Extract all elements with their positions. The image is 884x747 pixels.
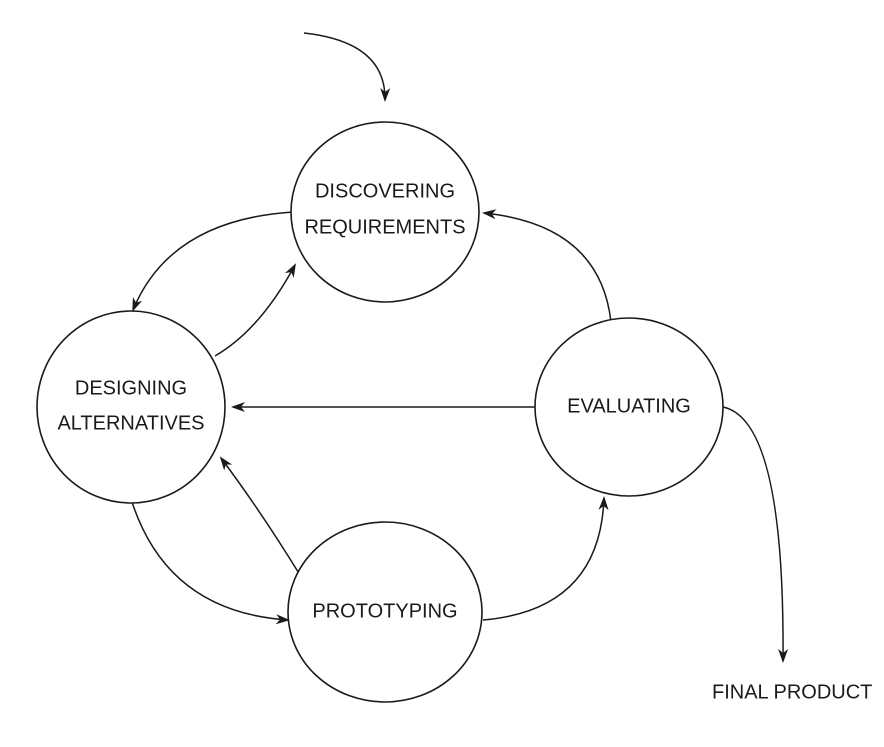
node-discovering-line2: REQUIREMENTS: [304, 216, 465, 238]
node-designing-line1: DESIGNING: [75, 377, 187, 399]
arrow-prototyping-to-evaluating: [482, 496, 609, 621]
arrow-evaluating-to-final-product: [722, 406, 789, 663]
node-designing-alternatives: DESIGNING ALTERNATIVES: [36, 310, 226, 504]
arrow-designing-to-prototyping: [131, 501, 290, 625]
final-product-label: FINAL PRODUCT: [712, 681, 872, 703]
arrow-evaluating-to-discovering: [482, 209, 612, 323]
node-prototyping-label: PROTOTYPING: [312, 600, 457, 622]
arrow-designing-to-discovering: [214, 263, 296, 357]
node-evaluating-label: EVALUATING: [567, 395, 691, 417]
node-discovering-requirements: DISCOVERING REQUIREMENTS: [290, 121, 480, 303]
arrow-discovering-to-designing: [132, 211, 294, 312]
arrow-prototyping-to-designing: [219, 456, 301, 576]
node-designing-line2: ALTERNATIVES: [57, 412, 204, 434]
node-evaluating: EVALUATING: [534, 317, 724, 497]
node-prototyping: PROTOTYPING: [287, 521, 483, 703]
node-discovering-line1: DISCOVERING: [315, 180, 455, 202]
entry-arrow: [303, 32, 391, 102]
